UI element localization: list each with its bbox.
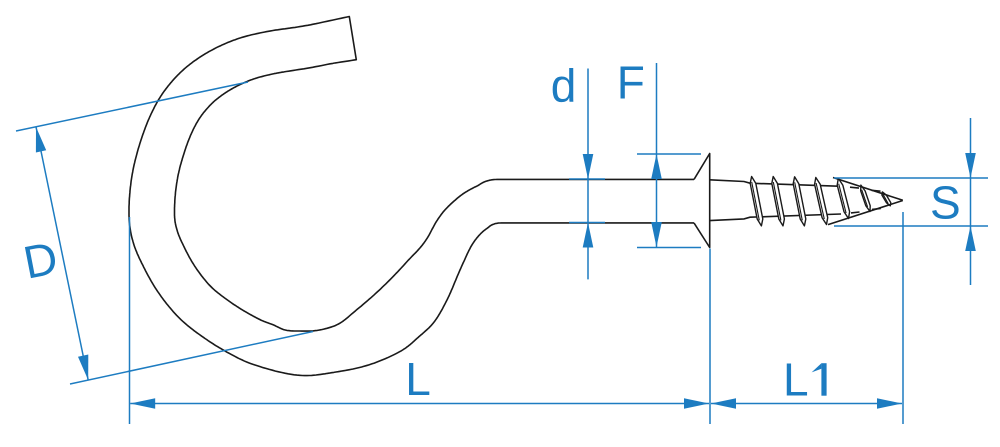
svg-text:d: d bbox=[551, 60, 577, 112]
svg-text:L: L bbox=[783, 354, 809, 406]
svg-text:F: F bbox=[617, 57, 645, 109]
svg-text:L: L bbox=[405, 353, 431, 405]
svg-text:S: S bbox=[930, 177, 961, 229]
